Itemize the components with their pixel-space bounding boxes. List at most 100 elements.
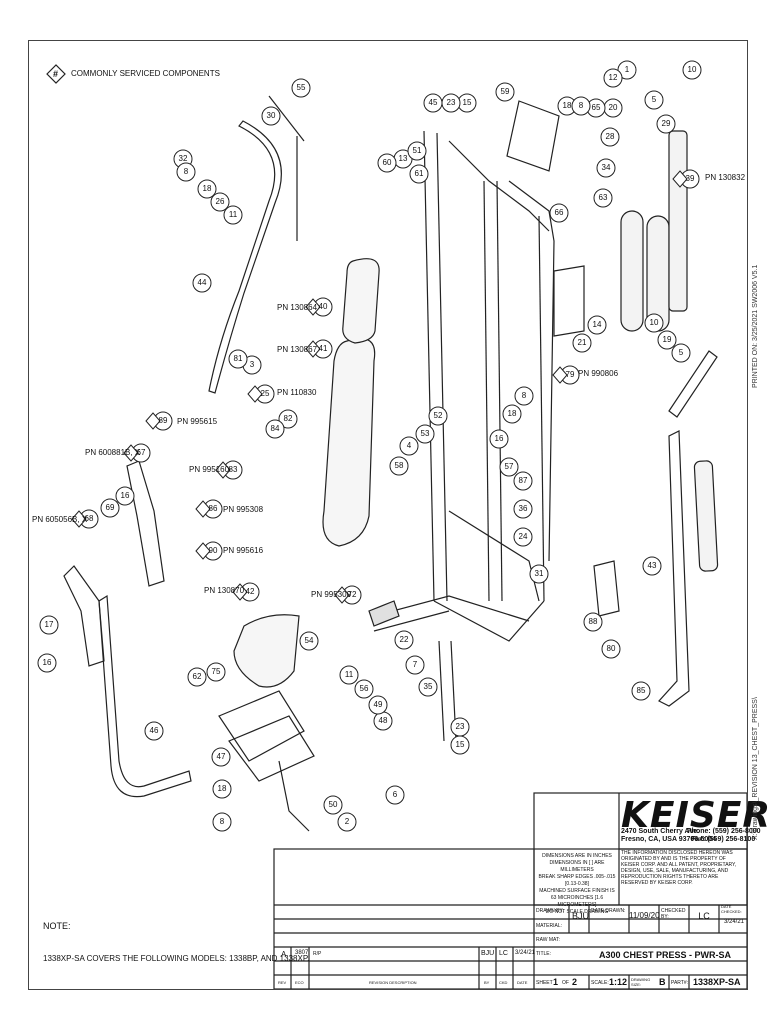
scale-label: SCALE: <box>591 980 609 986</box>
part-number-label: 10 <box>649 318 659 327</box>
balloon-10-x6 <box>644 313 664 333</box>
balloon-16-14 <box>115 486 135 506</box>
pn-label-39: PN 130832 <box>705 173 746 182</box>
date-checked-value: 3/24/21 <box>724 919 745 925</box>
part-number-label: 11 <box>228 210 238 219</box>
sheet-label: SHEET <box>536 980 553 986</box>
balloon-61-55 <box>409 164 429 184</box>
balloon-6-5 <box>385 785 405 805</box>
back-pad <box>322 337 376 547</box>
part-number-label: 42 <box>245 587 255 596</box>
title-label: TITLE: <box>536 951 552 957</box>
checked-by-label: CHECKED BY: <box>661 908 686 920</box>
balloon-44-38 <box>192 273 212 293</box>
balloon-12-10 <box>603 68 623 88</box>
part-number-label: 47 <box>216 752 226 761</box>
part-number-label: 82 <box>283 414 293 423</box>
proprietary-note: THE INFORMATION DISCLOSED HEREON WAS ORI… <box>621 850 737 886</box>
legend-symbol: # <box>53 69 59 79</box>
part-number-label: 16 <box>494 434 504 443</box>
balloon-16-x5 <box>489 429 509 449</box>
balloon-16-x8 <box>37 653 57 673</box>
part-number-label: 8 <box>578 101 584 110</box>
balloon-7-6 <box>405 655 425 675</box>
part-number-label: 40 <box>318 302 328 311</box>
part-number-label: 19 <box>662 335 672 344</box>
balloon-53-47 <box>415 424 435 444</box>
company-phone: Phone: (559) 256-8000 <box>687 828 761 835</box>
part-number-label: 26 <box>215 197 225 206</box>
balloon-11-9 <box>223 205 243 225</box>
balloon-63-57 <box>593 188 613 208</box>
part-number-label: 58 <box>394 461 404 470</box>
serviced-diamond-6 <box>195 500 211 518</box>
part-number-label: 5 <box>678 348 684 357</box>
part-number-value: 1338XP-SA <box>693 977 741 987</box>
part-number-label: 44 <box>197 278 207 287</box>
part-number-label: 53 <box>420 429 430 438</box>
balloon-55-49 <box>291 78 311 98</box>
lever-arm <box>658 430 690 707</box>
part-number-label: 16 <box>42 658 52 667</box>
balloon-46-40 <box>144 721 164 741</box>
balloon-18-x4 <box>502 404 522 424</box>
revision-description-header: REVISION DESCRIPTION <box>369 980 417 985</box>
part-number-label: 32 <box>178 154 188 163</box>
part-number-label: 56 <box>359 684 369 693</box>
pn-label-68: PN 605056B, X <box>32 515 88 524</box>
part-number-label: 45 <box>428 98 438 107</box>
balloon-75-64 <box>206 662 226 682</box>
pn-label-25: PN 110830 <box>277 388 317 397</box>
note-label: NOTE: <box>43 921 71 931</box>
balloon-31-28 <box>529 564 549 584</box>
part-number-label: 85 <box>636 686 646 695</box>
revision-ckd-value: LC <box>499 950 508 957</box>
pn-label-72: PN 995300 <box>311 590 352 599</box>
part-number-label: 18 <box>507 409 517 418</box>
balloon-43-37 <box>642 556 662 576</box>
part-number-label: 88 <box>588 617 598 626</box>
balloon-50-44 <box>323 795 343 815</box>
balloon-45-39 <box>423 93 443 113</box>
balloon-18-x9 <box>212 779 232 799</box>
part-number-label: 8 <box>219 817 225 826</box>
balloon-17-15 <box>39 615 59 635</box>
rev-value: A <box>281 950 287 959</box>
part-number-label: 1 <box>624 65 630 74</box>
part-number-label: 30 <box>266 111 276 120</box>
part-number-label: 20 <box>608 103 618 112</box>
part-number-label: 63 <box>598 193 608 202</box>
revision-description-value: R/P <box>313 951 322 957</box>
balloon-36-32 <box>513 499 533 519</box>
part-number-label: 55 <box>296 83 306 92</box>
balloon-87-73 <box>513 471 533 491</box>
material-label: MATERIAL: <box>536 923 563 929</box>
balloon-8-7 <box>212 812 232 832</box>
foot-tube <box>98 594 192 798</box>
cylinder-left <box>620 210 644 332</box>
pn-label-42: PN 130870 <box>204 586 245 595</box>
pn-label-79: PN 990806 <box>578 369 619 378</box>
part-number-label: 18 <box>217 784 227 793</box>
balloon-8-x2 <box>571 96 591 116</box>
balloon-26-24 <box>210 192 230 212</box>
serviced-diamond-0 <box>305 298 321 316</box>
part-number-label: 2 <box>344 817 350 826</box>
balloon-30-27 <box>261 106 281 126</box>
drawn-by-value: BJU <box>572 911 590 921</box>
balloon-57-51 <box>499 457 519 477</box>
part-number-label: 69 <box>105 503 115 512</box>
balloon-66-59 <box>549 203 569 223</box>
serviced-diamond-12 <box>672 170 688 188</box>
part-number-label: 84 <box>270 424 280 433</box>
balloon-11-x10 <box>339 665 359 685</box>
balloon-35-31 <box>418 677 438 697</box>
part-number-label: 48 <box>378 716 388 725</box>
balloon-49-43 <box>368 695 388 715</box>
part-number-label: 25 <box>260 389 270 398</box>
balloon-29-26 <box>656 114 676 134</box>
by-header: BY <box>484 980 490 985</box>
part-number-label: 51 <box>412 146 422 155</box>
date-drawn-value: 11/09/20 <box>629 911 660 920</box>
part-number-label: 80 <box>606 644 616 653</box>
